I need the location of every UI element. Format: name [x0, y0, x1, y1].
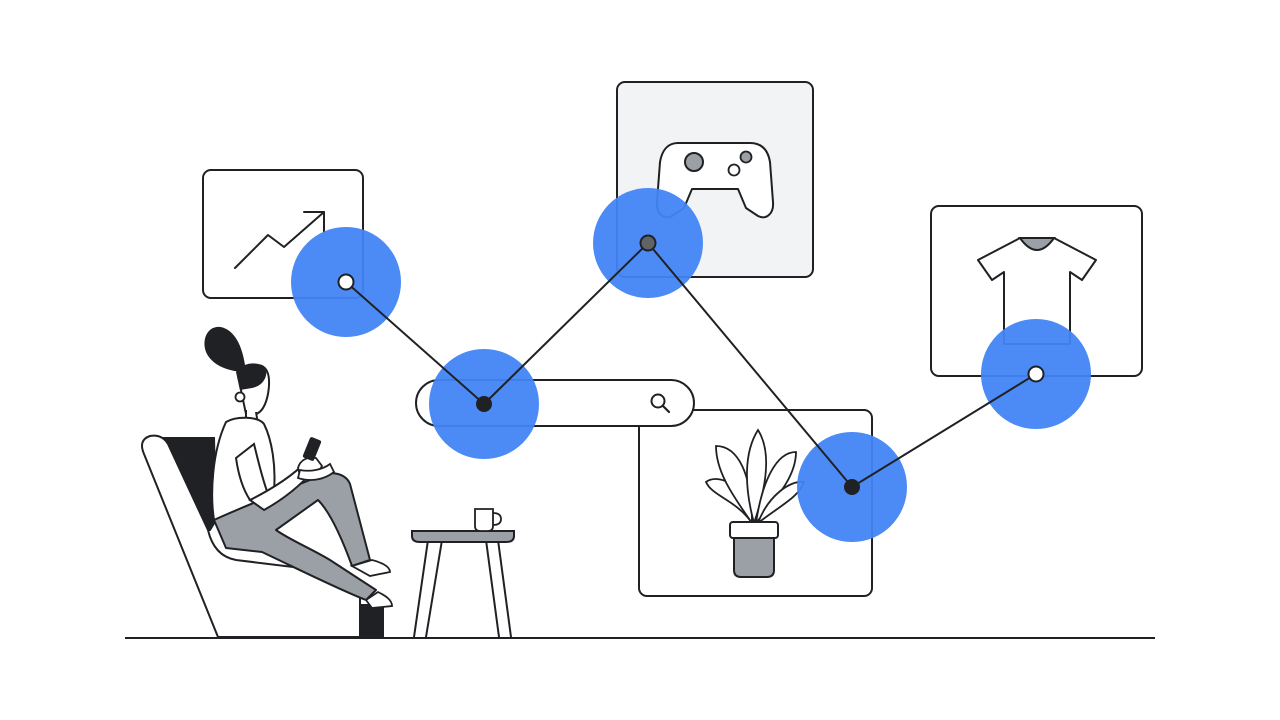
trending-up-icon — [234, 211, 325, 269]
potted-plant-icon — [704, 428, 806, 578]
node-plant — [844, 479, 860, 495]
tshirt-card — [930, 205, 1143, 377]
coffee-cup-icon — [474, 508, 502, 532]
earring — [234, 391, 246, 403]
node-gamepad — [639, 234, 657, 252]
side-table — [411, 508, 515, 638]
node-trending — [337, 273, 355, 291]
node-search — [476, 396, 492, 412]
path-nodes — [337, 234, 1045, 495]
phone-icon — [302, 437, 322, 461]
person-with-phone — [204, 326, 393, 609]
search-icon[interactable] — [650, 393, 671, 414]
gamepad-icon — [655, 142, 775, 219]
node-tshirt — [1027, 365, 1045, 383]
